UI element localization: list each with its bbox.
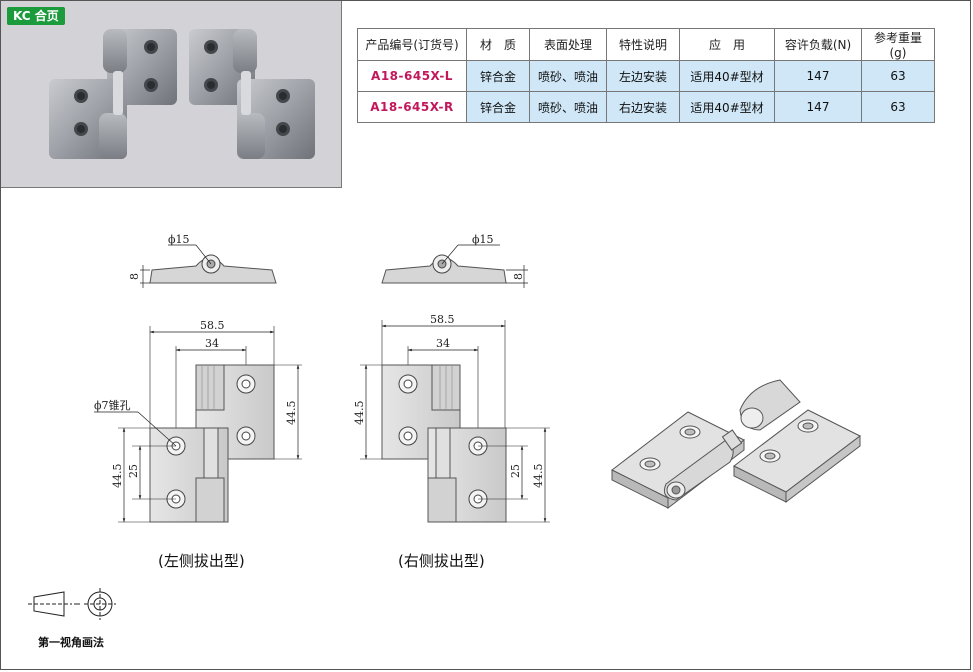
- dim-44-5-right-label: 44.5: [285, 401, 298, 426]
- table-row: A18-645X-R 锌合金 喷砂、喷油 右边安装 适用40#型材 147 63: [357, 91, 935, 123]
- table-cell: 适用40#型材: [679, 91, 775, 123]
- table-row: A18-645X-L 锌合金 喷砂、喷油 左边安装 适用40#型材 147 63: [357, 60, 935, 92]
- right-caption: (右侧拔出型): [398, 552, 485, 570]
- col-header: 产品编号(订货号): [357, 28, 467, 61]
- phi15-label: ϕ15: [472, 233, 494, 246]
- table-cell: 147: [774, 60, 862, 92]
- right-front-view: 58.5 34 44.5 25 44.5: [353, 313, 550, 523]
- product-photo-panel: KC 合页: [1, 1, 342, 188]
- hole-label: ϕ7锥孔: [94, 399, 131, 412]
- left-caption: (左侧拔出型): [158, 552, 245, 570]
- model-cell: A18-645X-L: [357, 60, 467, 92]
- dim-58-5-label: 58.5: [430, 313, 455, 326]
- product-tag: KC 合页: [7, 7, 65, 25]
- model-cell: A18-645X-R: [357, 91, 467, 123]
- dim-34-label: 34: [436, 337, 450, 350]
- col-header: 容许负载(N): [774, 28, 862, 61]
- col-header: 材 质: [466, 28, 530, 61]
- phi15-label: ϕ15: [168, 233, 190, 246]
- dim-44-5-left-label: 44.5: [111, 464, 124, 489]
- dim-25-label: 25: [509, 464, 522, 478]
- isometric-view: [611, 379, 861, 510]
- col-header: 应 用: [679, 28, 775, 61]
- table-cell: 锌合金: [466, 91, 530, 123]
- table-header-row: 产品编号(订货号) 材 质 表面处理 特性说明 应 用 容许负载(N) 参考重量…: [357, 28, 935, 61]
- col-header: 表面处理: [529, 28, 607, 61]
- left-front-view: 58.5 34 44.5 44.5 25: [94, 319, 302, 523]
- dim-8-label: 8: [128, 273, 141, 280]
- left-top-view: 8 ϕ15: [128, 233, 277, 288]
- col-header: 特性说明: [606, 28, 680, 61]
- product-photo: [49, 29, 315, 159]
- dim-25-label: 25: [127, 464, 140, 478]
- dim-34-label: 34: [205, 337, 219, 350]
- table-cell: 喷砂、喷油: [529, 91, 607, 123]
- right-top-view: 8 ϕ15: [381, 233, 528, 288]
- dim-44-5-left-label: 44.5: [353, 401, 366, 426]
- table-cell: 63: [861, 91, 935, 123]
- dim-44-5-right-label: 44.5: [532, 464, 545, 489]
- dim-58-5-label: 58.5: [200, 319, 225, 332]
- projection-label: 第一视角画法: [38, 636, 104, 649]
- table-cell: 147: [774, 91, 862, 123]
- table-cell: 右边安装: [606, 91, 680, 123]
- first-angle-projection-symbol: [28, 588, 116, 620]
- dim-8-label: 8: [512, 273, 525, 280]
- table-cell: 适用40#型材: [679, 60, 775, 92]
- spec-table: 产品编号(订货号) 材 质 表面处理 特性说明 应 用 容许负载(N) 参考重量…: [357, 28, 935, 123]
